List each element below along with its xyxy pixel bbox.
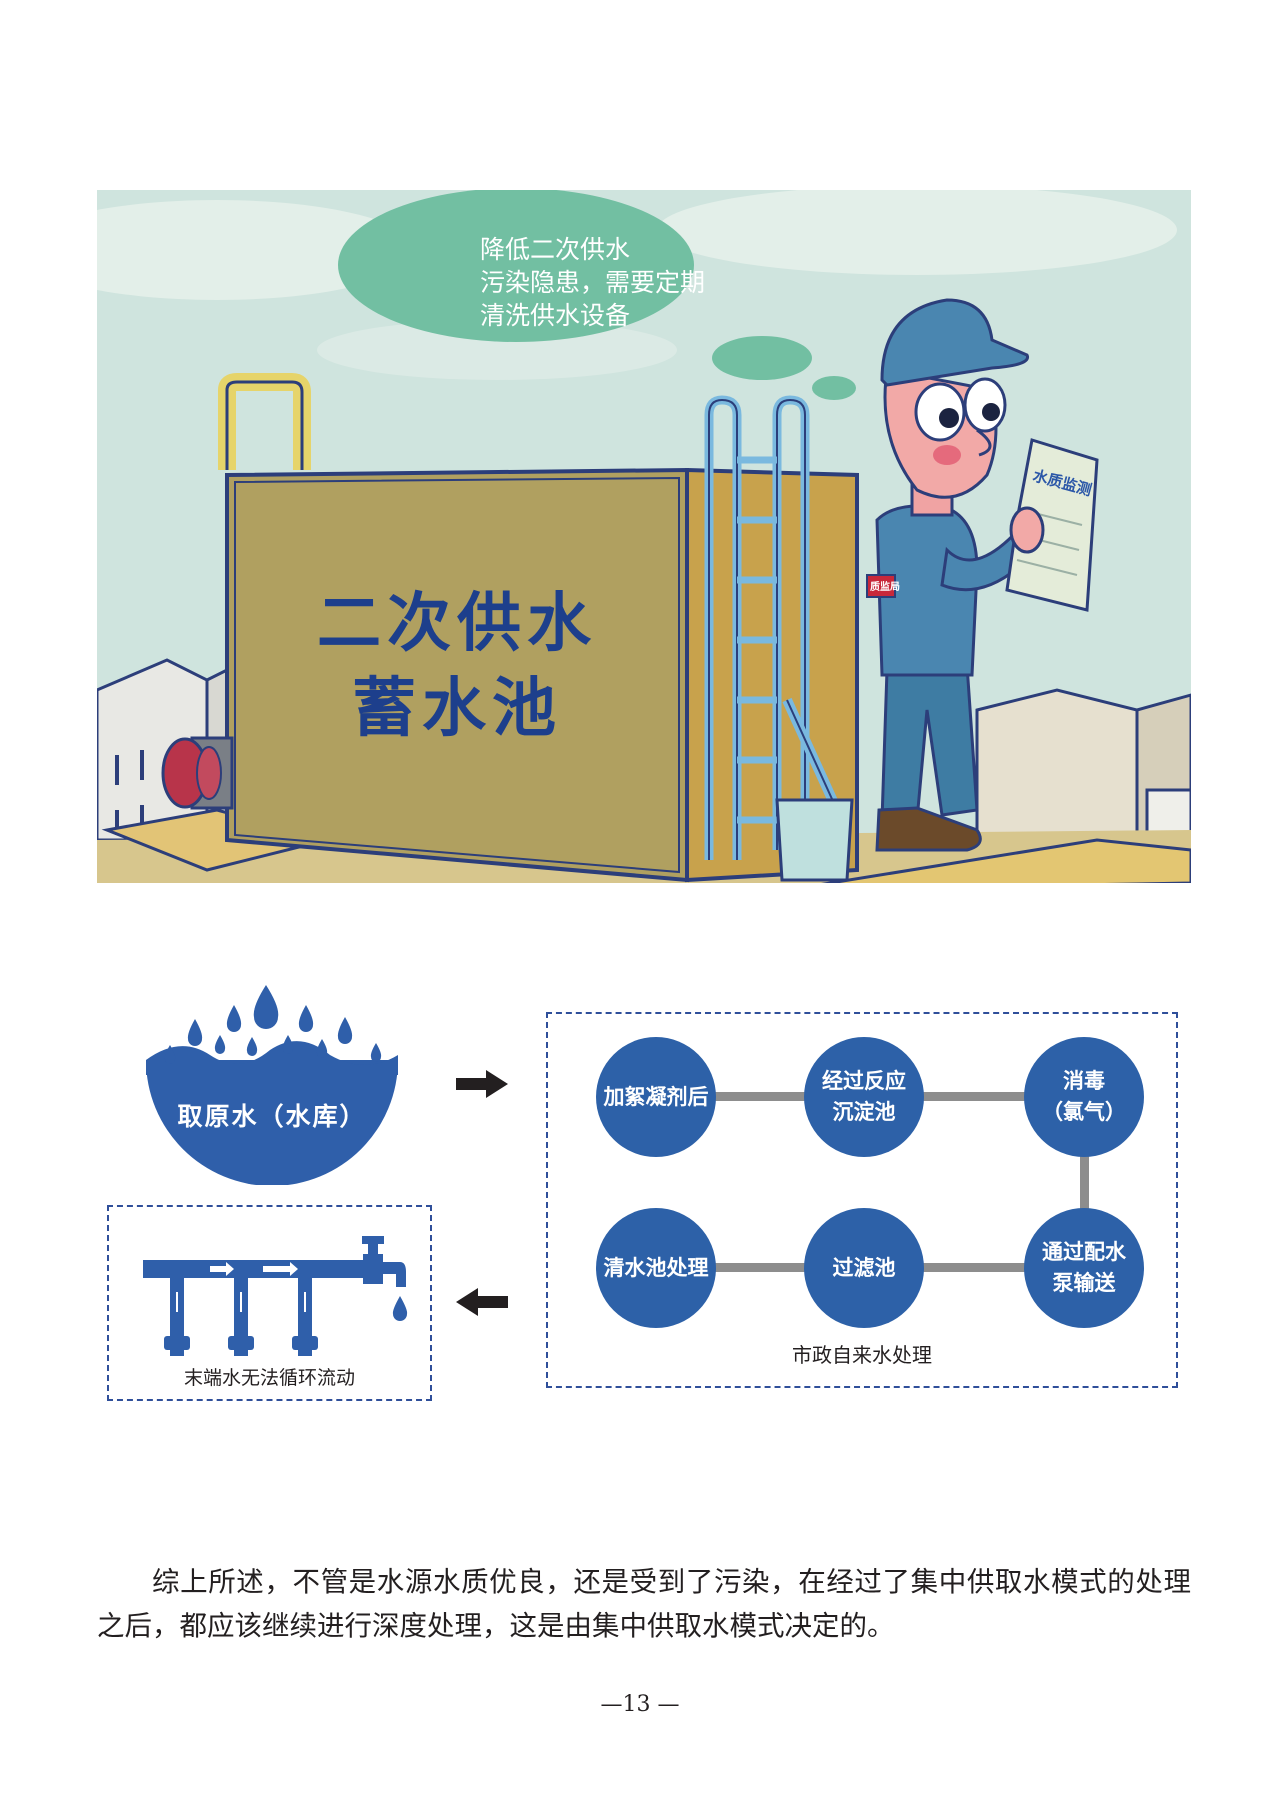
water-drops-icon [164, 985, 382, 1064]
step-pump-delivery: 通过配水 泵输送 [1024, 1208, 1144, 1328]
secondary-water-supply-illustration: 二次供水 蓄水池 [97, 190, 1191, 883]
tank-label-line-2: 蓄水池 [352, 672, 562, 746]
arrow-right-icon [456, 1070, 508, 1098]
pipe-faucet-icon [143, 1236, 408, 1356]
raw-water-label: 取原水（水库） [177, 1102, 367, 1131]
raw-water-source-icon [146, 985, 398, 1185]
connector-right [1080, 1120, 1089, 1260]
inspector-figure: 质监局 水质监测 [866, 298, 1099, 852]
bubble-line-1: 降低二次供水 [480, 235, 630, 264]
summary-paragraph: 综上所述，不管是水源水质优良，还是受到了污染，在经过了集中供取水模式的处理之后，… [97, 1566, 1191, 1642]
step-sedimentation: 经过反应 沉淀池 [804, 1037, 924, 1157]
bubble-line-3: 清洗供水设备 [480, 301, 630, 330]
ladder [704, 395, 810, 860]
bucket-icon [775, 697, 854, 882]
terminal-water-box [107, 1205, 432, 1401]
step-disinfection: 消毒 （氯气） [1024, 1037, 1144, 1157]
tank-label-line-1: 二次供水 [317, 587, 597, 661]
page-number: —13 — [600, 1692, 680, 1717]
step-filtration: 过滤池 [804, 1208, 924, 1328]
municipal-caption: 市政自来水处理 [792, 1343, 932, 1367]
speech-bubble: 降低二次供水 污染隐患，需要定期 清洗供水设备 [338, 190, 856, 400]
valve-icon [161, 736, 234, 810]
step-flocculant: 加絮凝剂后 [596, 1037, 716, 1157]
armband-label: 质监局 [870, 580, 900, 593]
terminal-caption: 末端水无法循环流动 [183, 1367, 355, 1389]
municipal-treatment-box [546, 1012, 1178, 1388]
step-clear-water-tank: 清水池处理 [596, 1208, 716, 1328]
arrow-left-icon [456, 1288, 508, 1316]
bubble-line-2: 污染隐患，需要定期 [480, 268, 705, 297]
